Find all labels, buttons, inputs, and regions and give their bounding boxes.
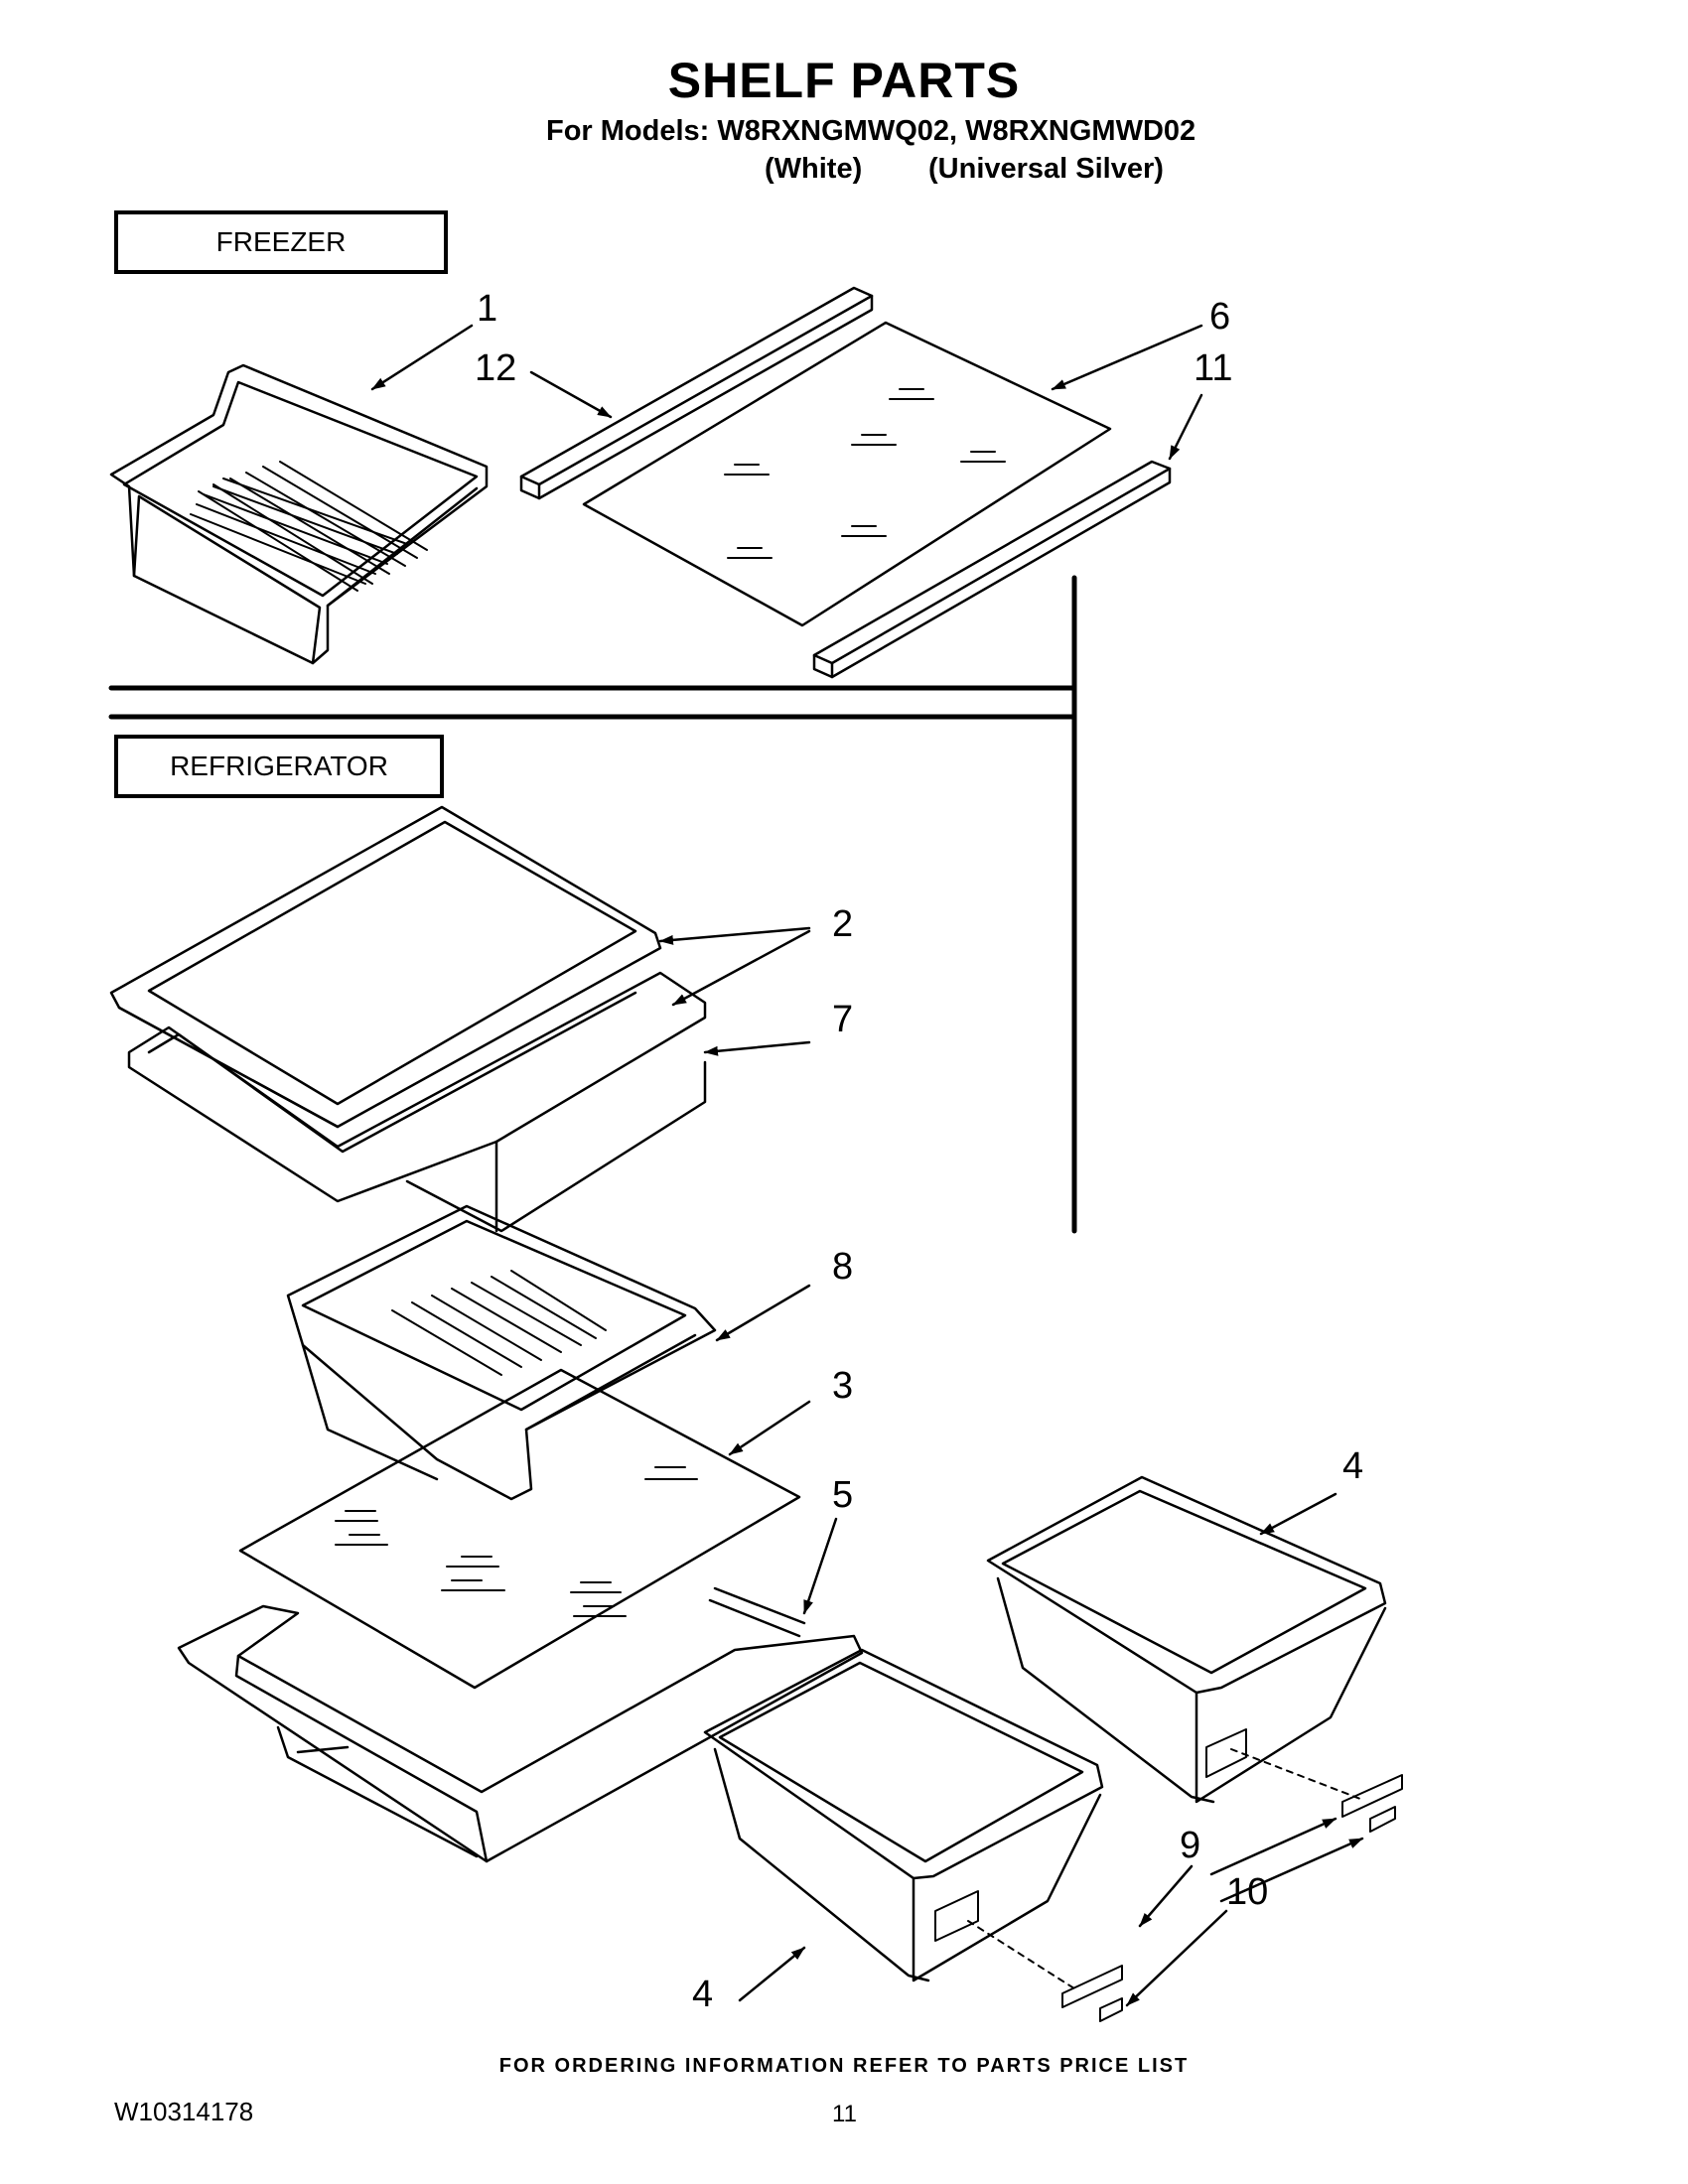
page-title: SHELF PARTS bbox=[667, 53, 1021, 108]
crisper-cover-part-2 bbox=[109, 805, 662, 1129]
callout-4-right: 4 bbox=[1342, 1445, 1364, 1487]
ordering-note: FOR ORDERING INFORMATION REFER TO PARTS … bbox=[498, 2055, 1190, 2077]
crisper-frame-part-5 bbox=[177, 1586, 864, 1863]
leader-arrows bbox=[370, 324, 1364, 2007]
document-number: W10314178 bbox=[114, 2097, 254, 2126]
callout-1: 1 bbox=[477, 288, 498, 330]
callout-5: 5 bbox=[832, 1474, 854, 1516]
freezer-basket-part-1 bbox=[109, 363, 489, 665]
crisper-drawer-part-4-left bbox=[703, 1648, 1104, 1982]
callout-11: 11 bbox=[1194, 347, 1233, 389]
page-number: 11 bbox=[832, 2101, 857, 2127]
crisper-glass-part-3 bbox=[238, 1368, 801, 1690]
freezer-glass-shelf-part-6 bbox=[582, 321, 1112, 627]
callout-2: 2 bbox=[832, 903, 854, 945]
callout-12: 12 bbox=[475, 347, 517, 389]
section-dividers bbox=[108, 575, 1077, 1234]
callout-7: 7 bbox=[832, 999, 854, 1040]
crisper-frame-part-7 bbox=[127, 971, 707, 1233]
callout-4-left: 4 bbox=[692, 1974, 714, 2015]
clip-parts-9-10 bbox=[967, 1748, 1403, 2022]
shelf-trim-part-12 bbox=[519, 286, 874, 500]
callout-8: 8 bbox=[832, 1246, 854, 1288]
crisper-drawer-part-4-right bbox=[986, 1475, 1387, 1804]
models-line: For Models: W8RXNGMWQ02, W8RXNGMWD02 bbox=[546, 115, 1196, 147]
crisper-drawer-part-8 bbox=[286, 1204, 717, 1501]
shelf-trim-part-11 bbox=[812, 460, 1172, 679]
color-white: (White) bbox=[765, 153, 863, 185]
callout-9: 9 bbox=[1180, 1825, 1201, 1866]
callout-3: 3 bbox=[832, 1365, 854, 1407]
callout-10: 10 bbox=[1226, 1871, 1269, 1913]
refrigerator-section-label: REFRIGERATOR bbox=[114, 735, 444, 798]
color-universal-silver: (Universal Silver) bbox=[928, 153, 1164, 185]
callout-6: 6 bbox=[1209, 296, 1231, 338]
freezer-section-label: FREEZER bbox=[114, 210, 448, 274]
